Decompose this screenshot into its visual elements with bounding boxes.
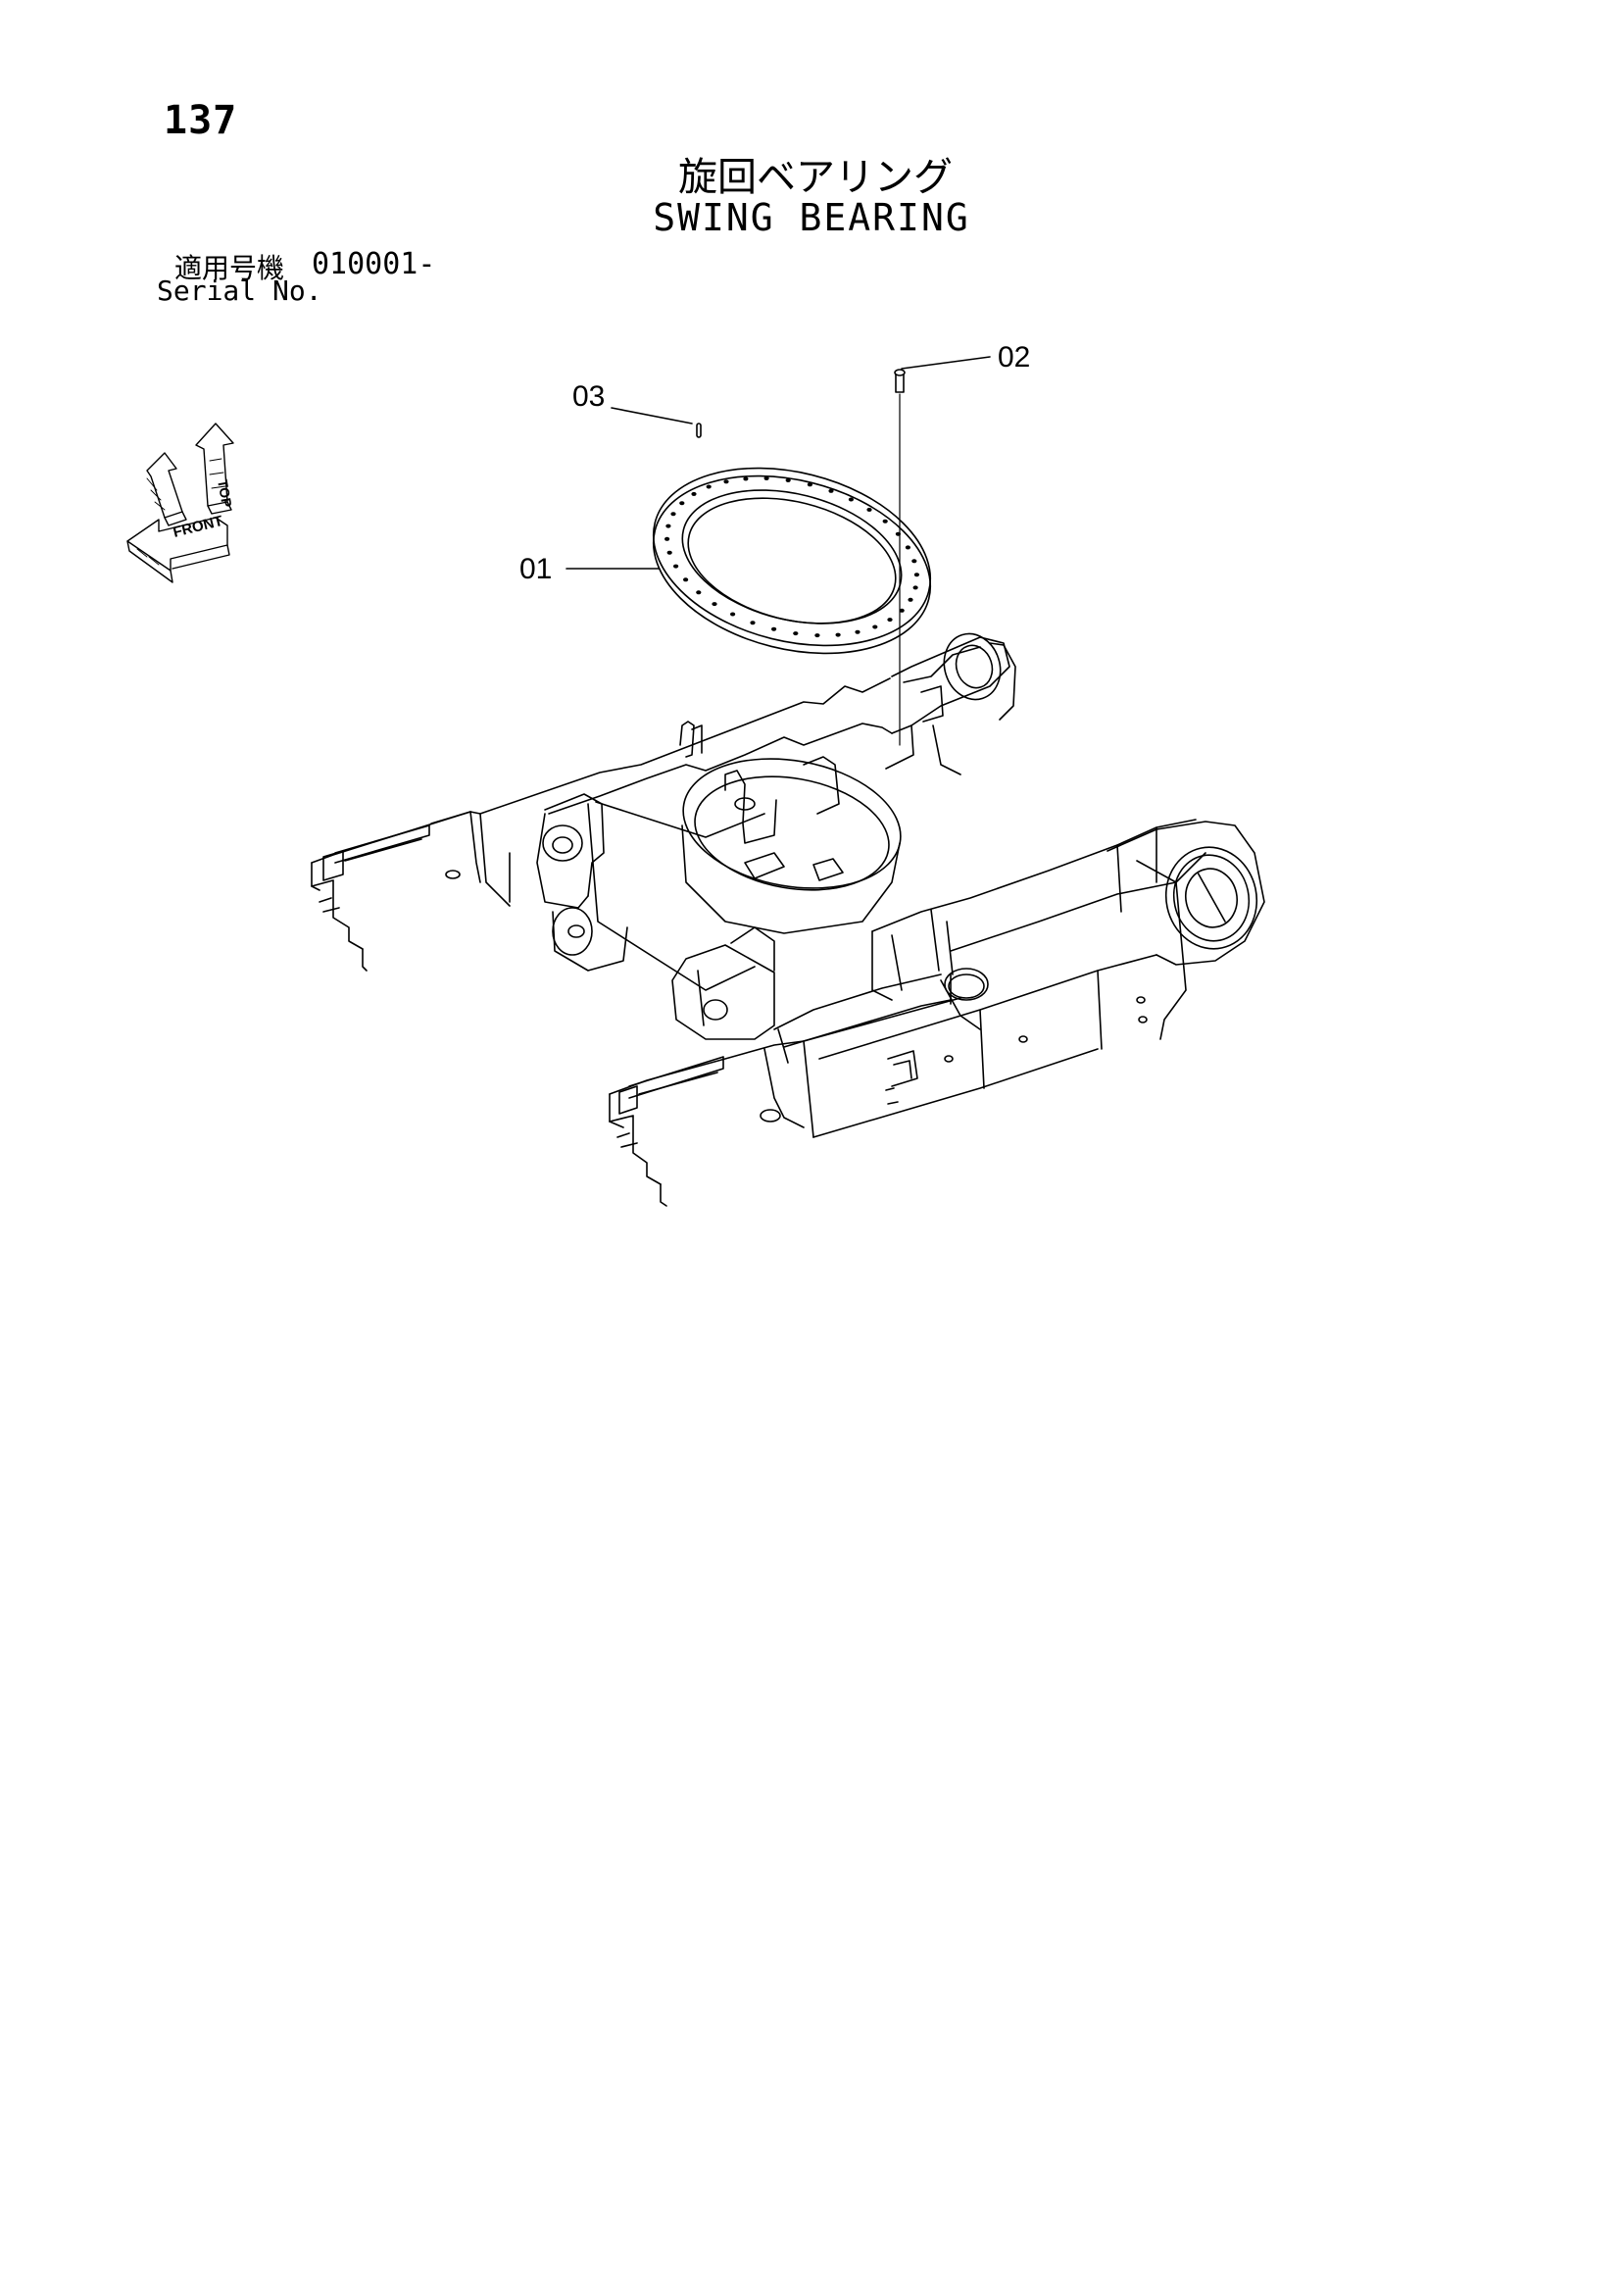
title-japanese: 旋回ベアリング xyxy=(678,155,953,200)
bolt-hole xyxy=(866,507,872,512)
callout-02-label: 02 xyxy=(998,341,1030,374)
bolt-hole xyxy=(887,618,893,623)
bolt-hole xyxy=(665,524,671,528)
page-number: 137 xyxy=(164,98,238,143)
title-english: SWING BEARING xyxy=(653,196,970,239)
callout-02: 02 xyxy=(901,341,1030,374)
bolt-hole xyxy=(828,488,834,493)
bolt-hole xyxy=(882,519,888,524)
bolt-hole xyxy=(814,633,820,638)
callout-01: 01 xyxy=(519,553,660,585)
bolt-hole xyxy=(911,559,917,564)
serial-label-japanese: 適用号機 xyxy=(174,252,285,284)
bolt-hole xyxy=(673,564,679,569)
serial-label-english: Serial No. xyxy=(157,275,322,307)
bolt-hole xyxy=(723,479,729,484)
bearing-bolt-holes xyxy=(664,475,920,638)
callout-03-label: 03 xyxy=(572,380,605,413)
swing-bearing-part-01 xyxy=(652,467,932,655)
bolt-hole xyxy=(785,477,791,482)
bolt-hole xyxy=(763,475,769,480)
bolt-hole xyxy=(872,624,878,629)
bolt-hole xyxy=(666,550,672,555)
bolt-hole xyxy=(750,621,756,625)
orientation-top-label: TOP xyxy=(215,478,235,509)
bolt-hole xyxy=(807,482,813,487)
bolt-hole xyxy=(683,577,689,582)
bolt-hole xyxy=(743,476,749,481)
bolt-hole xyxy=(848,497,855,502)
bolt-hole xyxy=(691,491,697,496)
bolt-hole xyxy=(664,536,670,541)
bolt-hole xyxy=(679,501,685,506)
bolt-hole xyxy=(912,585,918,590)
pin-part-03 xyxy=(696,423,702,438)
bolt-hole xyxy=(855,629,861,634)
bolt-hole xyxy=(670,512,676,517)
bolt-hole xyxy=(771,626,777,631)
bolt-hole xyxy=(696,590,702,595)
bolt-hole xyxy=(905,545,911,550)
callout-03: 03 xyxy=(572,380,693,424)
serial-number-value: 010001- xyxy=(312,247,436,281)
direction-arrows-icon: FRONT TOP xyxy=(126,423,235,583)
bolt-part-02 xyxy=(894,369,906,746)
callout-01-label: 01 xyxy=(519,553,552,585)
bolt-hole xyxy=(706,484,712,489)
bolt-hole xyxy=(835,632,841,637)
bolt-hole xyxy=(895,531,902,536)
bolt-hole xyxy=(913,573,920,577)
track-frame xyxy=(311,632,1265,1207)
bolt-hole xyxy=(908,597,913,602)
bolt-hole xyxy=(899,608,905,613)
bolt-hole xyxy=(712,602,717,607)
bolt-hole xyxy=(793,631,799,636)
bolt-hole xyxy=(730,612,736,617)
